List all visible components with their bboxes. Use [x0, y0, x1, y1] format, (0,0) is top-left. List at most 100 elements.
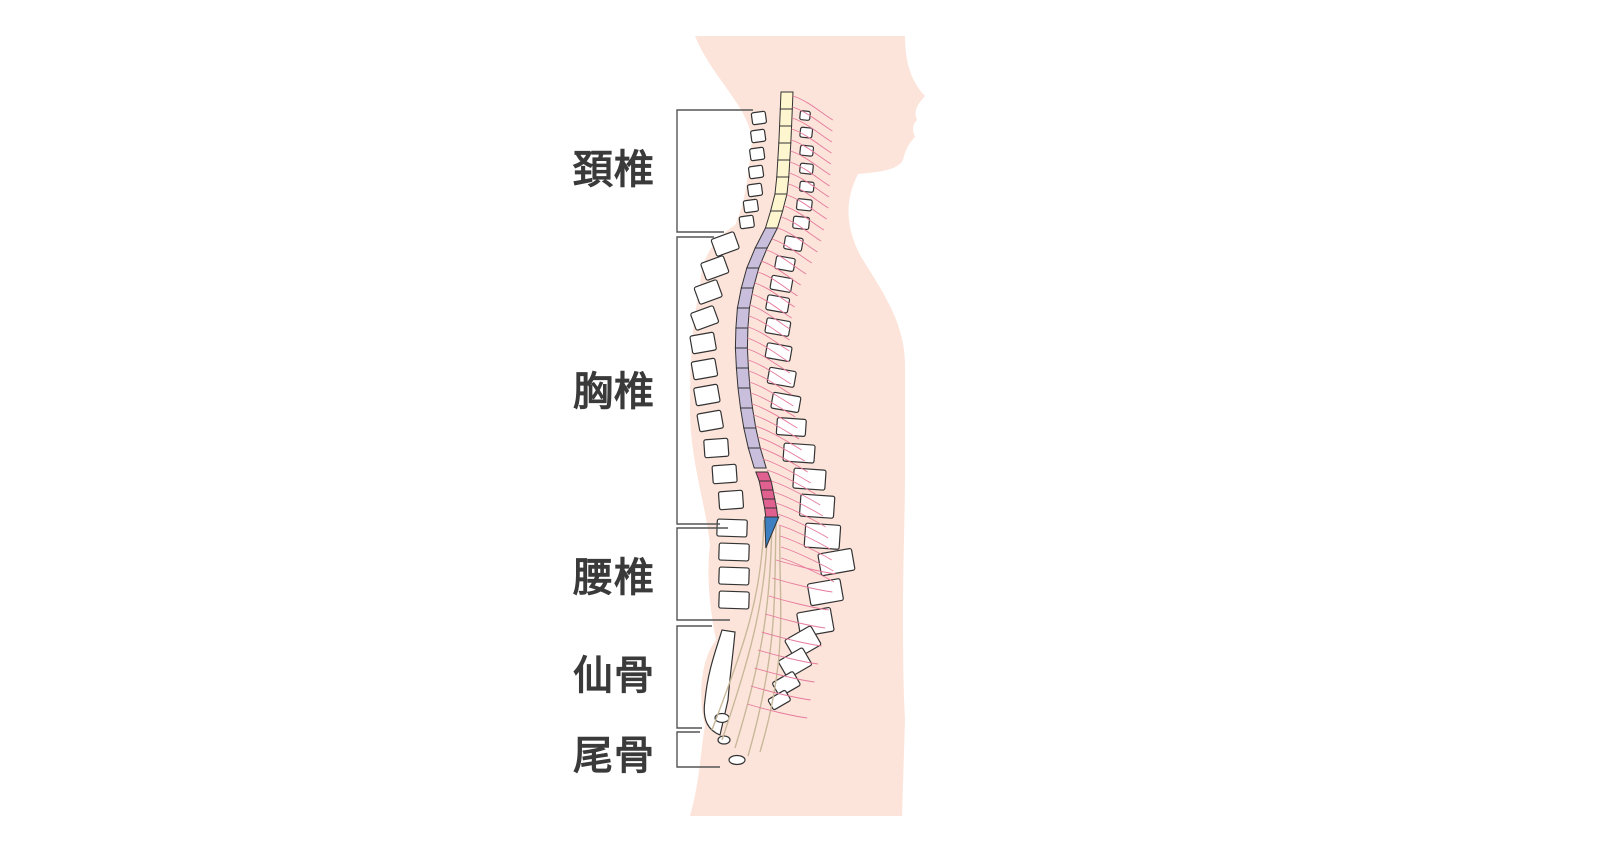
cord-segment-cervical [779, 108, 793, 127]
vertebral-body [690, 357, 719, 381]
spinous-process [778, 647, 813, 679]
cord-segment-cervical [778, 125, 793, 144]
nerve-root [757, 649, 819, 665]
nerve-root [749, 304, 791, 330]
vertebral-body [693, 279, 723, 305]
nerve-root [762, 458, 811, 484]
cord-segment-lumbar [760, 489, 776, 500]
coccyx-bone [717, 735, 731, 745]
nerve-root [780, 216, 822, 242]
nerve-root [772, 577, 833, 593]
spinous-process [803, 522, 842, 550]
cord-segment-cervical [779, 91, 794, 110]
vertebral-body [718, 566, 750, 586]
nerve-root [750, 392, 796, 418]
spinous-process [783, 235, 804, 252]
nerve-root [757, 436, 805, 462]
cauda-fiber [747, 523, 777, 757]
cord-segment-thoracic [735, 307, 750, 329]
spinous-process [792, 467, 827, 491]
nerve-root [791, 128, 832, 154]
spinous-process [774, 255, 796, 272]
nerve-root [773, 491, 824, 517]
vertebral-body [749, 146, 766, 162]
nerve-root [765, 613, 826, 629]
vertebral-body [738, 214, 755, 230]
cord-segment-thoracic [747, 447, 767, 469]
vertebral-body [746, 182, 764, 198]
vertebral-body [703, 437, 730, 459]
nerve-root [789, 161, 830, 187]
cord-segment-lumbar [762, 498, 778, 509]
cord-segment-thoracic [734, 327, 749, 349]
cauda-fiber [721, 519, 769, 741]
vertebral-body [717, 489, 745, 511]
spinous-process [798, 180, 815, 193]
nerve-root [775, 502, 826, 528]
vertebral-body [747, 164, 765, 180]
label-sacrum: 仙骨 [573, 653, 655, 699]
nerve-root [760, 260, 801, 286]
spinous-process [806, 578, 844, 607]
cord-segment-cervical [777, 142, 792, 161]
vertebral-bodies [689, 110, 768, 766]
label-cervical: 頚椎 [573, 147, 655, 193]
vertebral-body [718, 542, 750, 562]
vertebral-body [700, 255, 730, 281]
nerve-root [778, 524, 831, 550]
vertebral-body [750, 128, 767, 144]
nerve-root [766, 469, 816, 495]
vertebral-body [711, 463, 738, 485]
cord-segment-thoracic [735, 367, 751, 389]
spinous-process [799, 162, 814, 175]
nerve-root [790, 150, 831, 176]
nerve-root [768, 595, 829, 611]
region-bracket [676, 625, 712, 729]
nerve-root [749, 381, 794, 407]
label-thoracic: 胸椎 [573, 369, 655, 415]
nerve-root [792, 106, 833, 132]
vertebral-body [696, 409, 724, 433]
cord-segment-thoracic [737, 387, 754, 409]
cord-segment-sacral [764, 516, 780, 549]
nerve-root [750, 685, 811, 701]
region-bracket [676, 527, 730, 621]
spinal-nerves [747, 95, 837, 719]
cord-segment-thoracic [734, 347, 749, 369]
nerve-root [751, 403, 798, 429]
vertebral-body [710, 231, 740, 257]
nerve-root [747, 348, 791, 374]
nerve-root [786, 194, 827, 220]
spinous-process [782, 442, 816, 464]
nerve-root [775, 559, 837, 575]
nerve-root [760, 447, 808, 473]
label-coccyx: 尾骨 [573, 733, 655, 779]
nerve-root [747, 337, 790, 363]
cauda-fiber [734, 521, 773, 749]
region-brackets [676, 109, 753, 768]
region-bracket [676, 236, 720, 525]
spinous-process [775, 417, 807, 437]
nerve-root [755, 425, 802, 451]
vertebral-body [689, 331, 717, 355]
cauda-fiber [759, 525, 782, 753]
vertebral-body [718, 590, 750, 610]
region-bracket [676, 731, 720, 768]
nerve-root [757, 271, 798, 297]
spinal-cord [734, 91, 794, 549]
spinous-process [798, 493, 836, 519]
nerve-root [788, 172, 830, 198]
nerve-root [791, 117, 833, 143]
spinous-process [799, 126, 814, 139]
nerve-root [766, 249, 807, 275]
spinous-process [817, 547, 856, 577]
nerve-root [747, 703, 808, 719]
body-silhouette [690, 36, 925, 816]
nerve-root [771, 480, 821, 506]
spinous-process [765, 294, 791, 314]
sacrum-bone [703, 629, 736, 736]
spinous-process [769, 274, 794, 293]
nerve-root [779, 535, 833, 561]
cauda-fiber [711, 519, 765, 731]
